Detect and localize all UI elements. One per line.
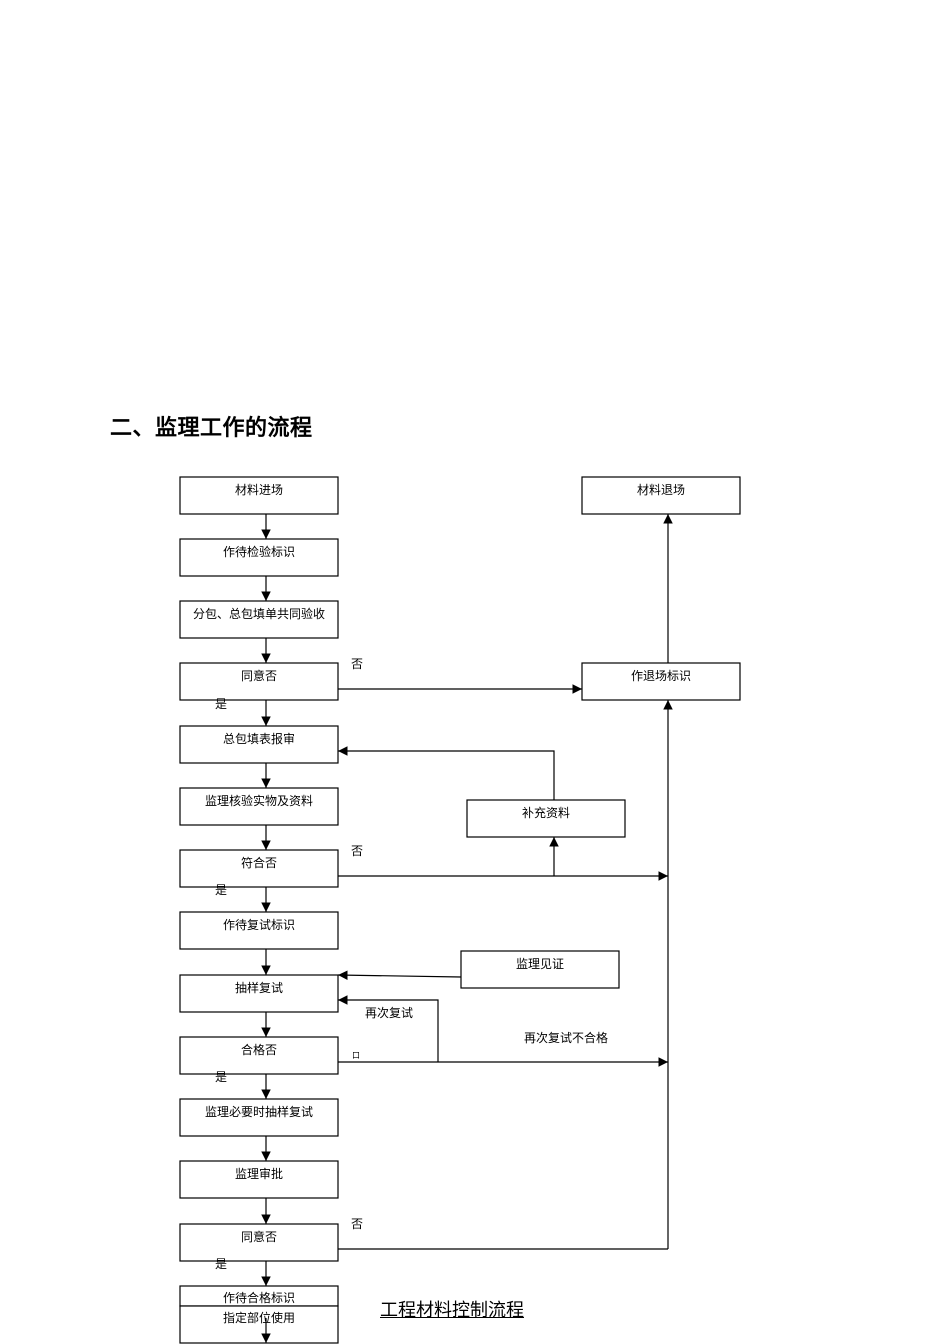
svg-text:作待复试标识: 作待复试标识 <box>223 917 295 932</box>
node-joint-acceptance: 分包、总包填单共同验收 <box>179 600 339 639</box>
svg-text:同意否: 同意否 <box>241 668 277 683</box>
label-yes-3: 是 <box>215 1070 227 1084</box>
svg-text:材料进场: 材料进场 <box>235 483 283 497</box>
svg-text:监理必要时抽样复试: 监理必要时抽样复试 <box>205 1104 313 1119</box>
svg-text:监理审批: 监理审批 <box>235 1166 283 1181</box>
node-supervisor-witness: 监理见证 <box>460 950 620 989</box>
svg-text:指定部位使用: 指定部位使用 <box>223 1310 295 1325</box>
node-supervisor-approval: 监理审批 <box>179 1160 339 1199</box>
node-material-exit: 材料退场 <box>581 476 741 515</box>
svg-text:作退场标识: 作退场标识 <box>631 669 691 683</box>
edge-witness <box>337 970 462 980</box>
node-agree-2: 同意否 <box>179 1223 339 1262</box>
node-sample-retest: 抽样复试 <box>179 974 339 1013</box>
node-supervisor-verify: 监理核验实物及资料 <box>179 787 339 826</box>
svg-text:符合否: 符合否 <box>241 855 277 870</box>
label-yes-4: 是 <box>215 1257 227 1271</box>
label-no-1: 否 <box>351 657 363 671</box>
label-no-2: 否 <box>351 844 363 858</box>
svg-text:监理核验实物及资料: 监理核验实物及资料 <box>205 793 313 808</box>
node-designated-use: 指定部位使用 <box>179 1305 339 1344</box>
diagram-caption: 工程材料控制流程 <box>380 1300 524 1321</box>
svg-text:同意否: 同意否 <box>241 1229 277 1244</box>
node-conform: 符合否 <box>179 849 339 888</box>
label-retest-fail: 再次复试不合格 <box>524 1030 608 1045</box>
svg-text:总包填表报审: 总包填表报审 <box>223 731 295 746</box>
label-no-3: 否 <box>351 1217 363 1231</box>
edge-supplement-back <box>338 746 555 800</box>
edge-retest-loop <box>338 995 439 1062</box>
svg-text:合格否: 合格否 <box>241 1042 277 1057</box>
svg-text:监理见证: 监理见证 <box>516 957 564 971</box>
svg-text:补充资料: 补充资料 <box>522 805 570 820</box>
node-material-arrival: 材料进场 <box>179 476 339 515</box>
svg-text:抽样复试: 抽样复试 <box>235 980 283 995</box>
label-retest: 再次复试 <box>365 1005 413 1020</box>
node-qualified: 合格否 <box>179 1036 339 1075</box>
svg-text:分包、总包填单共同验收: 分包、总包填单共同验收 <box>193 606 325 621</box>
node-pending-qualified-mark: 作待合格标识 <box>179 1285 339 1307</box>
node-pending-retest-mark: 作待复试标识 <box>179 911 339 950</box>
node-agree-1: 同意否 <box>179 662 339 701</box>
node-supplement-docs: 补充资料 <box>466 799 626 838</box>
svg-text:材料退场: 材料退场 <box>637 483 685 497</box>
label-yes-1: 是 <box>215 697 227 711</box>
svg-text:作待合格标识: 作待合格标识 <box>223 1290 295 1305</box>
node-supervisor-retest: 监理必要时抽样复试 <box>179 1098 339 1137</box>
label-cut: 口 <box>352 1051 360 1060</box>
node-exit-mark: 作退场标识 <box>581 662 741 701</box>
svg-text:作待检验标识: 作待检验标识 <box>223 544 295 559</box>
node-pending-inspection-mark: 作待检验标识 <box>179 538 339 577</box>
node-submit-report: 总包填表报审 <box>179 725 339 764</box>
page-title: 二、监理工作的流程 <box>110 416 313 441</box>
label-yes-2: 是 <box>215 883 227 897</box>
